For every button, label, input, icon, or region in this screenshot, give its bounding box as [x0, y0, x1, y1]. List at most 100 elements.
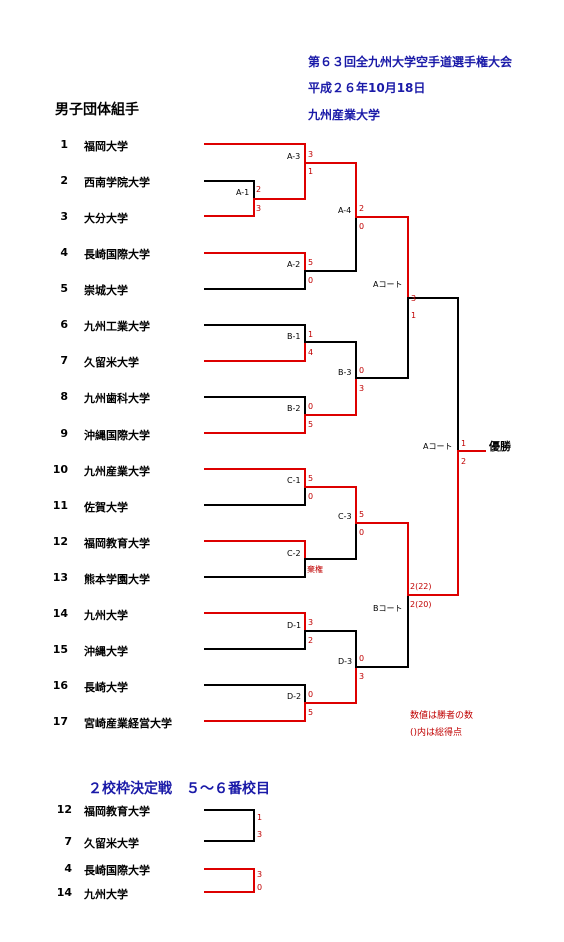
score: 1 — [411, 311, 417, 320]
bracket-line-winner — [204, 143, 306, 164]
playoff-title: ２校枠決定戦 ５～６番校目 — [88, 781, 270, 797]
score: 5 — [308, 258, 314, 267]
bracket-line-winner — [253, 162, 306, 200]
score: 2 — [461, 457, 467, 466]
team-seed: 11 — [52, 499, 68, 512]
bracket-line — [204, 809, 255, 827]
score: 0 — [359, 528, 365, 537]
bracket-line — [204, 270, 306, 290]
match-label-a3: A-3 — [287, 152, 301, 161]
team-name: 沖縄国際大学 — [84, 429, 150, 442]
bracket-line — [304, 341, 357, 379]
team-seed: 7 — [60, 354, 68, 367]
team-name: 久留米大学 — [84, 837, 139, 850]
bracket-line-winner — [204, 468, 306, 488]
forfeit-label: 棄権 — [307, 565, 323, 574]
team-name: 福岡教育大学 — [84, 805, 150, 818]
score: 3 — [411, 294, 417, 303]
team-seed: 7 — [64, 835, 72, 848]
note-winner-count: 数値は勝者の数 — [410, 711, 474, 721]
score: 3 — [359, 672, 365, 681]
team-seed: 13 — [52, 571, 68, 584]
bracket-line — [204, 630, 306, 650]
score: 1 — [308, 330, 314, 339]
score: 2 — [256, 185, 262, 194]
score: 0 — [308, 276, 314, 285]
score: 3 — [359, 384, 365, 393]
bracket-line-winner — [355, 522, 409, 596]
bracket-line — [204, 396, 306, 416]
score: 5 — [308, 708, 314, 717]
bracket-line-winner — [304, 162, 357, 218]
match-label-b2: B-2 — [287, 404, 301, 413]
score: 0 — [308, 492, 314, 501]
match-label-a2: A-2 — [287, 260, 301, 269]
team-seed: 15 — [52, 643, 68, 656]
team-seed: 9 — [60, 427, 68, 440]
score: 3 — [257, 870, 263, 879]
team-name: 福岡大学 — [84, 140, 128, 153]
team-name: 崇城大学 — [84, 284, 128, 297]
score: 3 — [256, 204, 262, 213]
team-seed: 14 — [52, 607, 68, 620]
bracket-line — [304, 522, 357, 560]
team-seed: 6 — [60, 318, 68, 331]
team-name: 大分大学 — [84, 212, 128, 225]
team-name: 九州大学 — [84, 888, 128, 901]
match-label-c1: C-1 — [287, 476, 301, 485]
champion-label: 優勝 — [489, 440, 511, 453]
bracket-line-winner — [204, 198, 255, 217]
note-total-points: ()内は総得点 — [410, 728, 463, 738]
score: 5 — [359, 510, 365, 519]
score: 0 — [359, 366, 365, 375]
team-name: 九州産業大学 — [84, 465, 150, 478]
match-label-c2: C-2 — [287, 549, 301, 558]
bracket-line — [355, 594, 409, 668]
match-label-a1: A-1 — [236, 188, 250, 197]
team-seed: 16 — [52, 679, 68, 692]
bracket-line — [204, 684, 306, 704]
bracket-line — [204, 558, 306, 578]
team-seed: 17 — [52, 715, 68, 728]
score: 3 — [308, 618, 314, 627]
team-name: 長崎国際大学 — [84, 864, 150, 877]
team-name: 九州歯科大学 — [84, 392, 150, 405]
section-title: 男子団体組手 — [55, 102, 139, 118]
team-seed: 12 — [56, 803, 72, 816]
bracket-line-winner — [204, 879, 255, 893]
team-seed: 10 — [52, 463, 68, 476]
score: 0 — [308, 402, 314, 411]
score: 0 — [359, 654, 365, 663]
bracket-line-winner — [204, 612, 306, 632]
score: 1 — [257, 813, 263, 822]
bracket-line — [204, 825, 255, 842]
score: 0 — [257, 883, 263, 892]
bracket-line-winner — [304, 377, 357, 416]
bracket-line-winner — [204, 341, 306, 362]
score: 2 — [359, 204, 365, 213]
event-venue: 九州産業大学 — [308, 108, 381, 122]
team-seed: 2 — [60, 174, 68, 187]
score: 2 — [308, 636, 314, 645]
score: 4 — [308, 348, 314, 357]
bracket-line-winner — [304, 666, 357, 704]
match-label-b1: B-1 — [287, 332, 301, 341]
team-name: 宮崎産業経営大学 — [84, 717, 172, 730]
court-label-a: Aコート — [373, 280, 403, 289]
bracket-line — [204, 324, 306, 343]
bracket-line-winner — [204, 868, 255, 881]
bracket-line-winner — [407, 450, 459, 596]
score: 3 — [308, 150, 314, 159]
bracket-line-winner — [204, 414, 306, 434]
team-name: 沖縄大学 — [84, 645, 128, 658]
team-name: 長崎大学 — [84, 681, 128, 694]
team-name: 九州工業大学 — [84, 320, 150, 333]
team-seed: 12 — [52, 535, 68, 548]
score: 3 — [257, 830, 263, 839]
bracket-line — [304, 216, 357, 272]
team-name: 九州大学 — [84, 609, 128, 622]
team-seed: 3 — [60, 210, 68, 223]
match-label-d1: D-1 — [287, 621, 302, 630]
team-seed: 1 — [60, 138, 68, 151]
